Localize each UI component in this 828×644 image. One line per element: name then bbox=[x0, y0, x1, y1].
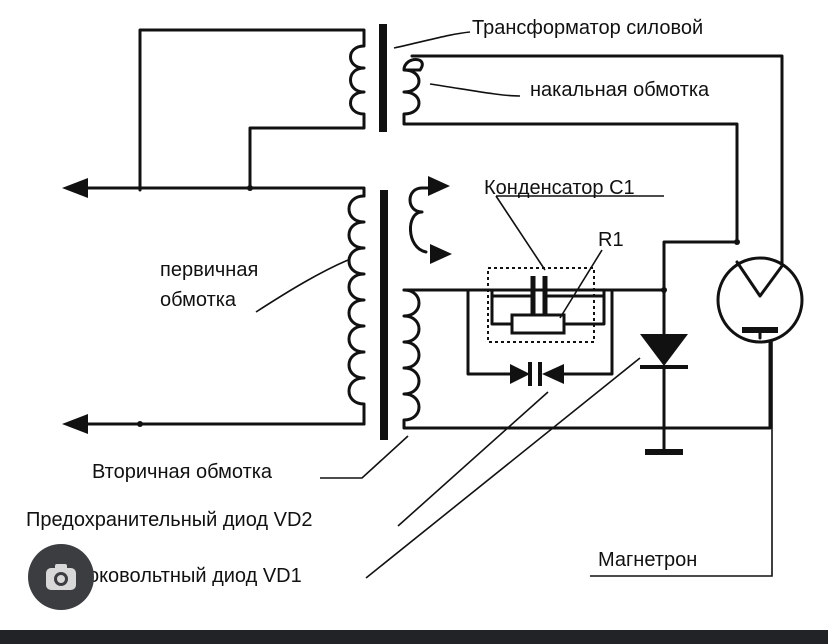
label-heater-winding: накальная обмотка bbox=[530, 79, 710, 101]
label-capacitor: Конденсатор С1 bbox=[484, 177, 635, 199]
r1-leader bbox=[559, 249, 603, 319]
top-left-coil bbox=[138, 28, 366, 192]
leader-transformer bbox=[393, 31, 471, 49]
mains-line-top bbox=[78, 186, 366, 198]
label-primary-1: первичная bbox=[160, 259, 258, 281]
leader-heater bbox=[429, 83, 521, 97]
vd2-arrow-right bbox=[542, 364, 564, 384]
vd1-symbol bbox=[640, 334, 688, 366]
vd2-loop bbox=[466, 288, 614, 376]
magnetron-filament bbox=[735, 260, 784, 298]
resistor-r1 bbox=[510, 313, 566, 335]
leader-secondary bbox=[320, 435, 409, 479]
bottom-core bbox=[380, 190, 388, 440]
secondary-coil bbox=[402, 288, 772, 430]
arrow-left-top-icon bbox=[62, 178, 88, 198]
res-branch bbox=[490, 294, 606, 326]
leader-primary bbox=[255, 259, 349, 313]
junction-dot bbox=[247, 185, 253, 191]
top-core bbox=[379, 24, 387, 132]
arrow-right-icon bbox=[428, 176, 450, 196]
label-primary-2: обмотка bbox=[160, 289, 237, 311]
label-resistor: R1 bbox=[598, 229, 624, 251]
leader-vd2 bbox=[397, 391, 549, 527]
primary-coil bbox=[347, 194, 366, 426]
label-magnetron: Магнетрон bbox=[598, 549, 697, 571]
bottom-bar bbox=[0, 630, 828, 644]
leader-vd1 bbox=[365, 357, 641, 579]
heater-wire-return bbox=[410, 54, 784, 274]
junction-dot bbox=[137, 421, 143, 427]
label-hv-diode: Высоковольтный диод VD1 bbox=[50, 565, 302, 587]
label-secondary: Вторичная обмотка bbox=[92, 461, 273, 483]
filament-arrow-loop bbox=[408, 186, 428, 254]
label-transformer: Трансформатор силовой bbox=[472, 17, 703, 39]
magnetron-tube bbox=[716, 256, 804, 344]
label-protect-diode: Предохранительный диод VD2 bbox=[26, 509, 313, 531]
lens-camera-icon bbox=[46, 564, 76, 590]
heater-coil bbox=[402, 58, 739, 244]
vd2-arrow-left bbox=[510, 364, 530, 384]
leader-magnetron bbox=[590, 340, 773, 577]
leader-capacitor bbox=[495, 195, 664, 271]
arrow-left-bottom-icon bbox=[62, 414, 88, 434]
lens-camera-button[interactable] bbox=[28, 544, 94, 610]
arrow-right-icon bbox=[430, 244, 452, 264]
